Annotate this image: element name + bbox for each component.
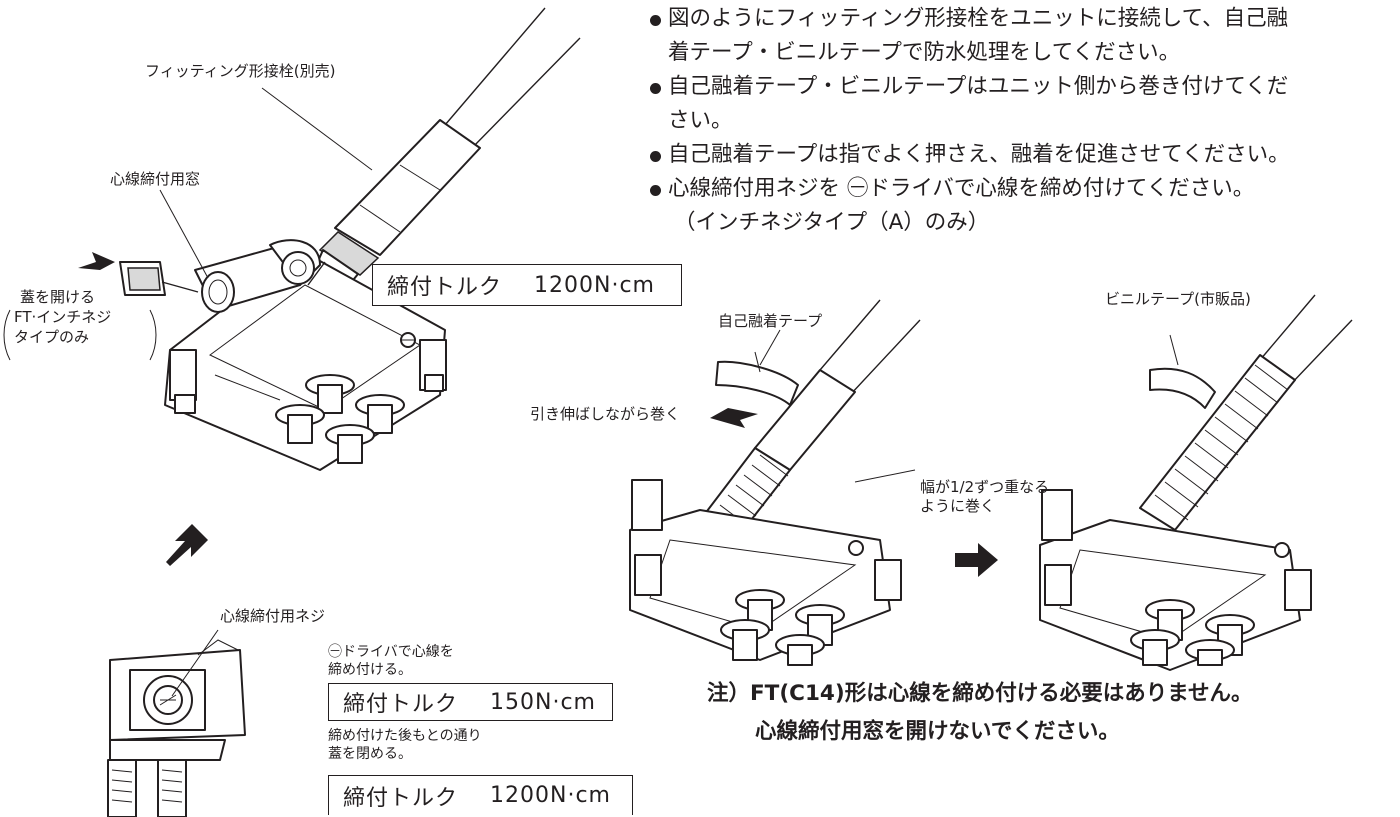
connector-label: フィッティング形接栓(別売) xyxy=(145,62,336,80)
instruction-list: 図のようにフィッティング形接栓をユニットに接続して、自己融 着テープ・ビニルテー… xyxy=(650,2,1395,240)
overlap-label: ように巻く xyxy=(920,497,996,515)
instruction-item: 自己融着テープは指でよく押さえ、融着を促進させてください。 xyxy=(650,138,1395,172)
vinyl-tape-illustration xyxy=(1039,294,1353,671)
torque-box: 締付トルク 1200N·cm xyxy=(328,775,633,815)
torque-label: 締付トルク xyxy=(343,692,459,717)
overlap-label: 幅が1/2ずつ重なる xyxy=(920,478,1050,496)
instruction-text: 自己融着テープは指でよく押さえ、融着を促進させてください。 xyxy=(668,142,1290,167)
instruction-text: 図のようにフィッティング形接栓をユニットに接続して、自己融 xyxy=(668,6,1289,31)
instruction-text: （インチネジタイプ（A）のみ） xyxy=(674,210,990,235)
note-line: 注）FT(C14)形は心線を締め付ける必要はありません。 xyxy=(707,681,1253,706)
screw-closeup-illustration xyxy=(107,629,246,817)
torque-value: 150N·cm xyxy=(490,689,596,715)
torque-value: 1200N·cm xyxy=(490,783,611,808)
torque-value: 1200N·cm xyxy=(534,272,655,298)
driver-label: ㊀ドライバで心線を xyxy=(328,644,454,660)
instruction-item: 自己融着テープ・ビニルテープはユニット側から巻き付けてくだ さい。 xyxy=(650,70,1395,138)
step-arrow-down xyxy=(166,524,208,566)
window-label: 心線締付用窓 xyxy=(110,170,201,188)
ft-inch-label: タイプのみ xyxy=(14,328,90,346)
open-lid-label: 蓋を開ける xyxy=(20,288,96,306)
torque-box: 締付トルク 1200N·cm xyxy=(372,264,682,306)
note-block: 注）FT(C14)形は心線を締め付ける必要はありません。 心線締付用窓を開けない… xyxy=(707,675,1253,751)
instruction-text: さい。 xyxy=(668,108,733,133)
driver-label: 締め付ける。 xyxy=(328,662,412,678)
instruction-item: 図のようにフィッティング形接栓をユニットに接続して、自己融 着テープ・ビニルテー… xyxy=(650,2,1395,70)
torque-box: 締付トルク 150N·cm xyxy=(328,683,613,721)
instruction-text: 着テープ・ビニルテープで防水処理をしてください。 xyxy=(668,40,1181,65)
instruction-text: 心線締付用ネジを ㊀ドライバで心線を締め付けてください。 xyxy=(668,176,1255,201)
bracket-left xyxy=(3,309,11,361)
instruction-text: 自己融着テープ・ビニルテープはユニット側から巻き付けてくだ xyxy=(668,74,1289,99)
torque-label: 締付トルク xyxy=(343,785,459,811)
torque-label: 締付トルク xyxy=(387,275,503,300)
instruction-item: 心線締付用ネジを ㊀ドライバで心線を締め付けてください。 （インチネジタイプ（A… xyxy=(650,172,1395,240)
note-line: 心線締付用窓を開けないでください。 xyxy=(755,719,1120,744)
bracket-right xyxy=(149,309,157,361)
vinyl-tape-label: ビニルテープ(市販品) xyxy=(1105,290,1251,308)
self-tape-label: 自己融着テープ xyxy=(718,312,823,330)
step-arrow-right xyxy=(955,543,998,577)
self-tape-wrapping-illustration xyxy=(629,299,921,666)
after-label: 締め付けた後もとの通り xyxy=(328,728,482,744)
screw-label: 心線締付用ネジ xyxy=(220,607,326,625)
pull-label: 引き伸ばしながら巻く xyxy=(530,405,681,423)
ft-inch-label: FT·インチネジ xyxy=(14,308,112,326)
after-label: 蓋を閉める。 xyxy=(328,746,412,762)
